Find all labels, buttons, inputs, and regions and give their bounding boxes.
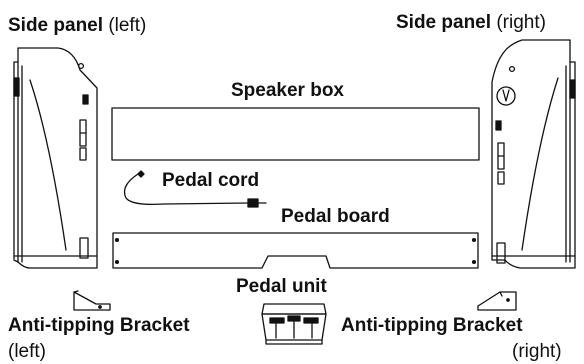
- bracket-right-label: Anti-tipping Bracket: [341, 315, 523, 336]
- pedal-cord-label: Pedal cord: [162, 170, 260, 191]
- bracket-left-qualifier: (left): [8, 341, 46, 362]
- bracket-left-label: Anti-tipping Bracket: [8, 315, 190, 336]
- pedal-board-label: Pedal board: [281, 206, 390, 227]
- pedal-board: [112, 232, 479, 269]
- side-panel-right: [491, 39, 576, 269]
- pedal-cord: [123, 170, 267, 208]
- anti-tipping-bracket-left: [73, 290, 111, 311]
- pedal-unit-label: Pedal unit: [236, 276, 327, 297]
- speaker-box: [111, 107, 480, 161]
- side-panel-left-label: Side panel (left): [8, 15, 147, 36]
- speaker-box-label: Speaker box: [231, 80, 344, 101]
- bracket-right-qualifier: (right): [512, 341, 562, 362]
- side-panel-left: [13, 47, 98, 269]
- anti-tipping-bracket-right: [477, 291, 517, 311]
- pedal-unit: [261, 303, 327, 345]
- side-panel-right-label: Side panel (right): [396, 12, 546, 33]
